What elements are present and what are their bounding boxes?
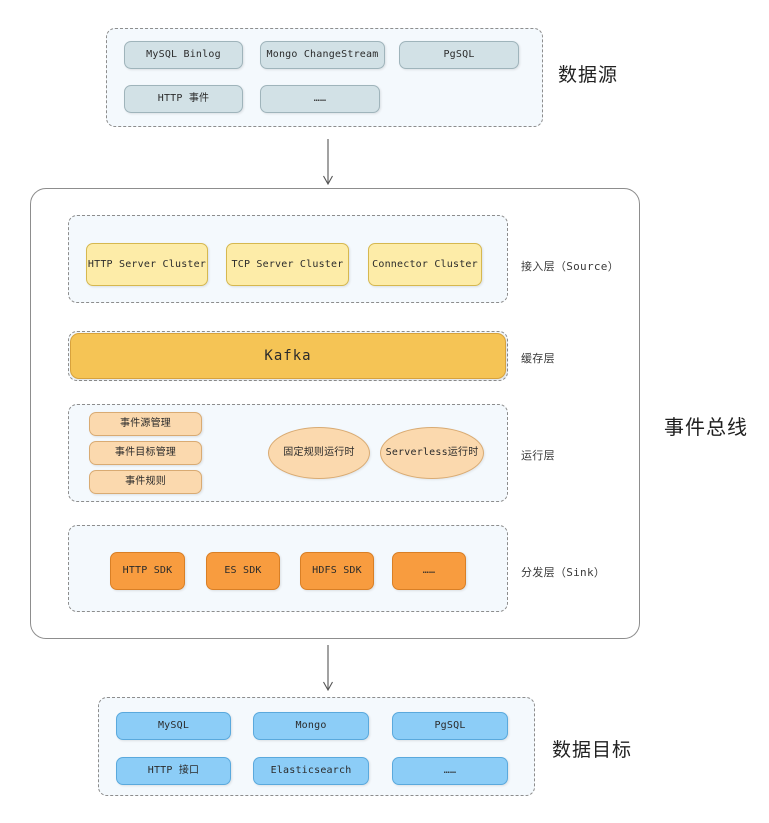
source-node-mysql-binlog[interactable]: MySQL Binlog xyxy=(124,41,243,69)
access-node-label: TCP Server Cluster xyxy=(231,258,344,270)
sink-node-es-sdk[interactable]: ES SDK xyxy=(206,552,280,590)
access-node-connector-cluster[interactable]: Connector Cluster xyxy=(368,243,482,286)
data-source-label: 数据源 xyxy=(558,64,619,86)
runtime-node-label: 事件目标管理 xyxy=(114,447,177,459)
target-node-label: PgSQL xyxy=(434,720,466,732)
source-node-http-event[interactable]: HTTP 事件 xyxy=(124,85,243,113)
target-node-more[interactable]: …… xyxy=(392,757,508,785)
sink-node-http-sdk[interactable]: HTTP SDK xyxy=(110,552,185,590)
runtime-layer-label: 运行层 xyxy=(521,449,555,462)
access-node-label: HTTP Server Cluster xyxy=(87,258,207,270)
source-node-label: HTTP 事件 xyxy=(157,93,210,105)
access-node-http-server-cluster[interactable]: HTTP Server Cluster xyxy=(86,243,208,286)
access-layer-label: 接入层（Source） xyxy=(521,260,620,273)
source-node-more[interactable]: …… xyxy=(260,85,380,113)
source-node-label: Mongo ChangeStream xyxy=(266,49,379,61)
sink-node-label: HTTP SDK xyxy=(122,565,173,577)
target-node-label: Mongo xyxy=(295,720,327,732)
runtime-node-event-source-mgmt[interactable]: 事件源管理 xyxy=(89,412,202,436)
target-node-http-api[interactable]: HTTP 接口 xyxy=(116,757,231,785)
source-node-pgsql[interactable]: PgSQL xyxy=(399,41,519,69)
cache-node-label: Kafka xyxy=(264,347,312,364)
target-node-label: …… xyxy=(443,765,457,777)
target-node-pgsql[interactable]: PgSQL xyxy=(392,712,508,740)
runtime-node-label: 事件规则 xyxy=(125,476,166,488)
cache-node-kafka[interactable]: Kafka xyxy=(70,333,506,379)
runtime-ellipse-fixed-rule-runtime[interactable]: 固定规则运行时 xyxy=(268,427,370,479)
source-node-mongo-changestream[interactable]: Mongo ChangeStream xyxy=(260,41,385,69)
sink-node-hdfs-sdk[interactable]: HDFS SDK xyxy=(300,552,374,590)
runtime-node-event-rules[interactable]: 事件规则 xyxy=(89,470,202,494)
target-node-mysql[interactable]: MySQL xyxy=(116,712,231,740)
runtime-ellipse-serverless-runtime[interactable]: Serverless运行时 xyxy=(380,427,484,479)
runtime-node-event-target-mgmt[interactable]: 事件目标管理 xyxy=(89,441,202,465)
access-node-label: Connector Cluster xyxy=(372,258,478,270)
target-node-label: MySQL xyxy=(157,720,190,732)
cache-layer-label: 缓存层 xyxy=(521,352,555,365)
source-node-label: MySQL Binlog xyxy=(146,49,221,61)
target-node-label: Elasticsearch xyxy=(270,765,352,777)
runtime-ellipse-label: 固定规则运行时 xyxy=(283,447,355,459)
runtime-node-label: 事件源管理 xyxy=(120,418,171,430)
sink-layer-label: 分发层（Sink） xyxy=(521,566,606,579)
access-node-tcp-server-cluster[interactable]: TCP Server Cluster xyxy=(226,243,349,286)
sink-node-more[interactable]: …… xyxy=(392,552,466,590)
target-node-mongo[interactable]: Mongo xyxy=(253,712,369,740)
sink-node-label: …… xyxy=(422,565,436,577)
target-node-label: HTTP 接口 xyxy=(147,765,200,777)
source-node-label: PgSQL xyxy=(443,49,475,61)
data-target-label: 数据目标 xyxy=(552,739,633,761)
runtime-ellipse-label: Serverless运行时 xyxy=(385,447,479,459)
source-node-label: …… xyxy=(313,93,327,105)
arrow-source-to-bus xyxy=(318,139,338,185)
sink-node-label: HDFS SDK xyxy=(312,565,362,577)
target-node-elasticsearch[interactable]: Elasticsearch xyxy=(253,757,369,785)
arrow-bus-to-target xyxy=(318,645,338,691)
sink-node-label: ES SDK xyxy=(224,565,262,577)
event-bus-title: 事件总线 xyxy=(664,415,748,439)
